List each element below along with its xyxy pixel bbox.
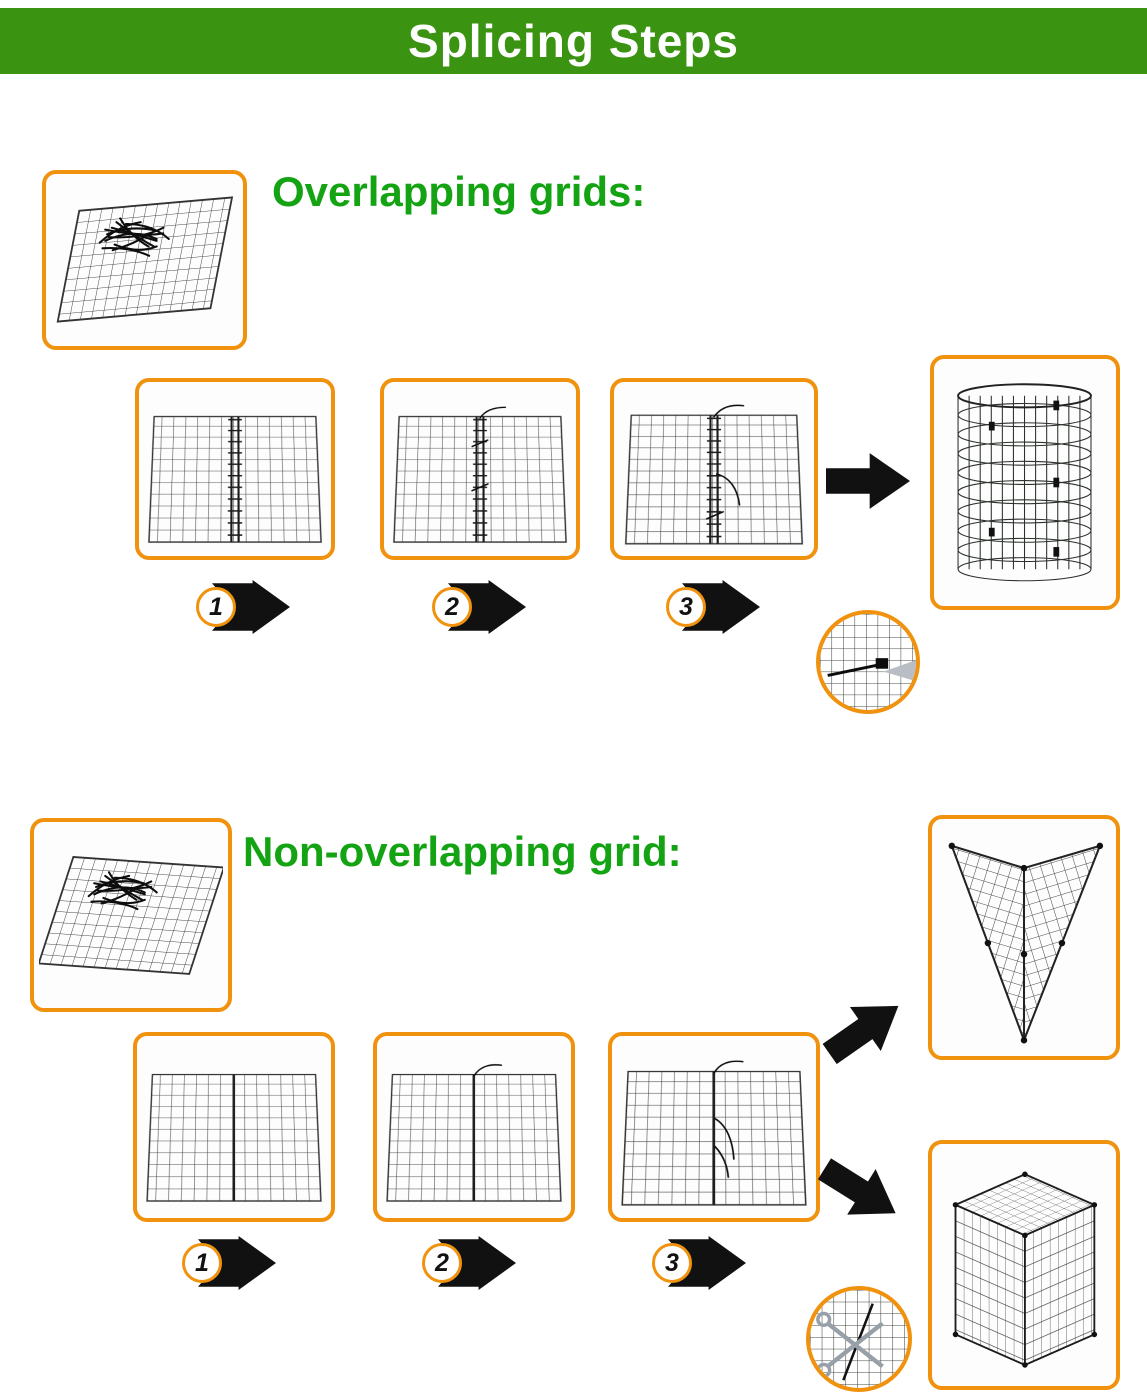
zip-tie: [827, 662, 884, 677]
title-banner: Splicing Steps: [0, 8, 1147, 74]
step-number-badge: 1: [196, 587, 236, 627]
grid-with-ties-image: [39, 856, 223, 975]
connection-clips: [948, 842, 1104, 1044]
step-number-badge: 3: [666, 587, 706, 627]
cylinder-result-photo: [930, 355, 1120, 610]
step-arrow-3: 3: [666, 578, 760, 636]
grid-perspective: [142, 1058, 326, 1213]
overlap-step-2-panel: [380, 378, 580, 560]
prism-result-photo: [928, 815, 1120, 1060]
connection-clips: [952, 1171, 1098, 1368]
nonoverlap-step-3-grid-image: [617, 1058, 811, 1213]
zip-tie-closeup: [816, 610, 920, 714]
section-heading-non-overlapping: Non-overlapping grid:: [243, 828, 682, 875]
overlap-step-1-grid-image: [144, 403, 326, 551]
nonoverlap-step-3-panel: [608, 1032, 820, 1222]
arrow-down-right-icon: [810, 1145, 911, 1237]
nonoverlap-step-1-grid-image: [142, 1058, 326, 1213]
grid-perspective: [389, 403, 571, 551]
scissors-closeup: [806, 1286, 912, 1392]
cylinder-grid-image: [957, 383, 1092, 582]
page-title: Splicing Steps: [408, 15, 739, 67]
overlap-step-2-grid-image: [389, 403, 571, 551]
step-arrow-2: 2: [432, 578, 526, 636]
step-arrow-1: 1: [196, 578, 290, 636]
zip-ties-pile: [98, 217, 170, 257]
grid-perspective: [617, 1058, 811, 1213]
grid-perspective: [144, 403, 326, 551]
overlap-step-3-grid-image: [619, 403, 809, 551]
section-heading-overlapping: Overlapping grids:: [272, 168, 646, 215]
arrow-right-icon: [826, 453, 910, 509]
overlap-step-3-panel: [610, 378, 818, 560]
step-number-badge: 1: [182, 1243, 222, 1283]
tool-tip: [883, 660, 916, 682]
nonoverlap-step-1-panel: [133, 1032, 335, 1222]
grid-perspective: [619, 403, 809, 551]
cable-ties-grid-photo-1: [42, 170, 247, 350]
grid-perspective: [382, 1058, 566, 1213]
step-number-badge: 2: [432, 587, 472, 627]
step-arrow-1: 1: [182, 1234, 276, 1292]
nonoverlap-step-2-grid-image: [382, 1058, 566, 1213]
step-arrow-2: 2: [422, 1234, 516, 1292]
step-number-badge: 2: [422, 1243, 462, 1283]
cube-result-photo: [928, 1140, 1120, 1390]
cable-ties-grid-photo-2: [30, 818, 232, 1012]
arrow-up-right-icon: [814, 983, 915, 1077]
connection-clips: [988, 400, 1060, 557]
scissors-cutting-tie-image: [810, 1290, 908, 1388]
zip-tie-closeup-image: [820, 614, 916, 710]
zip-ties-pile: [87, 871, 158, 911]
overlap-step-1-panel: [135, 378, 335, 560]
step-arrow-3: 3: [652, 1234, 746, 1292]
grid-with-ties-image: [56, 196, 234, 323]
nonoverlap-step-2-panel: [373, 1032, 575, 1222]
step-number-badge: 3: [652, 1243, 692, 1283]
triangular-grid-image: [948, 842, 1104, 1044]
cube-grid-image: [952, 1171, 1098, 1368]
